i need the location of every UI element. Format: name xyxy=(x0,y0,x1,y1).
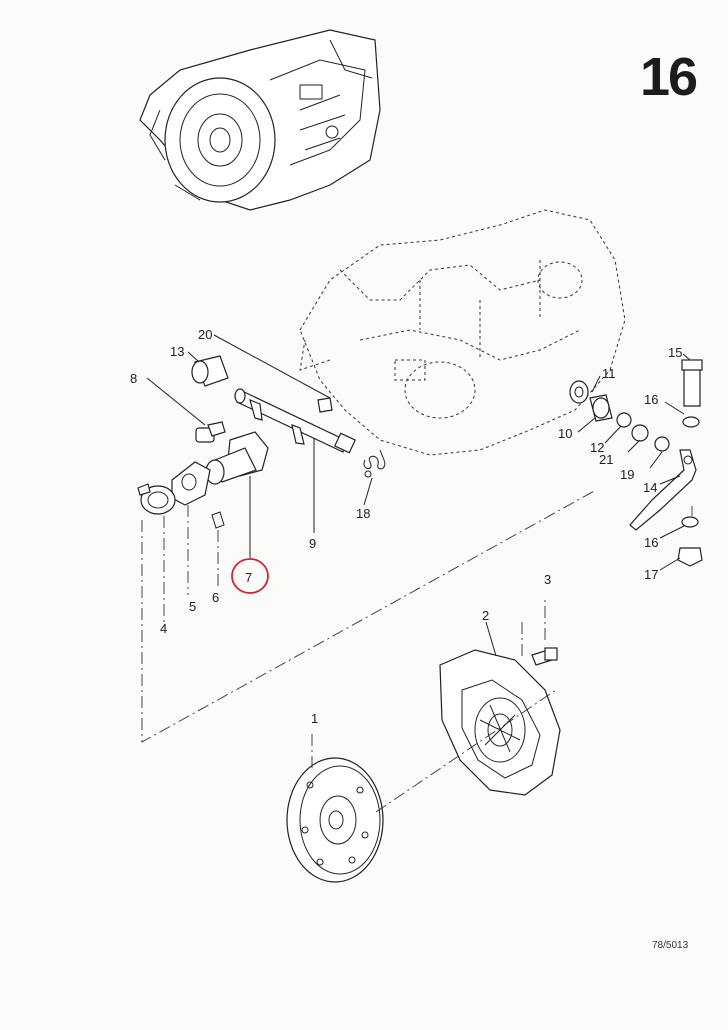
clutch-release-shaft-group xyxy=(234,388,386,478)
callout-16-lower: 16 xyxy=(644,535,658,550)
callout-6: 6 xyxy=(212,590,219,605)
callout-19: 19 xyxy=(620,467,634,482)
callout-10: 10 xyxy=(558,426,572,441)
callout-3: 3 xyxy=(544,572,551,587)
callout-5: 5 xyxy=(189,599,196,614)
callout-14: 14 xyxy=(643,480,657,495)
callout-7-highlight-circle xyxy=(231,558,269,594)
callout-8: 8 xyxy=(130,371,137,386)
pressure-plate xyxy=(439,647,561,796)
callout-12: 12 xyxy=(590,440,604,455)
callout-20: 20 xyxy=(198,327,212,342)
page-number: 16 xyxy=(640,47,698,107)
callout-13: 13 xyxy=(170,344,184,359)
lever-and-fasteners-group xyxy=(569,359,703,567)
callout-1: 1 xyxy=(311,711,318,726)
assembly-lines xyxy=(141,489,693,813)
callout-2: 2 xyxy=(482,608,489,623)
shaft-bushing-and-clip xyxy=(191,355,333,413)
release-bearing-group xyxy=(137,421,269,529)
callout-16-upper: 16 xyxy=(644,392,658,407)
clutch-disc xyxy=(286,757,384,883)
gearbox-overview-illustration xyxy=(139,29,381,211)
callout-18: 18 xyxy=(356,506,370,521)
callout-7: 7 xyxy=(245,570,252,585)
gearbox-housing-dotted-outline xyxy=(299,209,626,456)
callout-4: 4 xyxy=(160,621,167,636)
callout-17: 17 xyxy=(644,567,658,582)
callout-15: 15 xyxy=(668,345,682,360)
callout-9: 9 xyxy=(309,536,316,551)
callout-21: 21 xyxy=(599,452,613,467)
callout-11: 11 xyxy=(602,366,616,381)
drawing-reference: 78/5013 xyxy=(652,940,689,951)
callout-labels: 1 2 3 4 5 6 7 8 9 10 11 12 13 14 15 16 1… xyxy=(130,327,682,726)
leader-lines xyxy=(146,334,691,657)
